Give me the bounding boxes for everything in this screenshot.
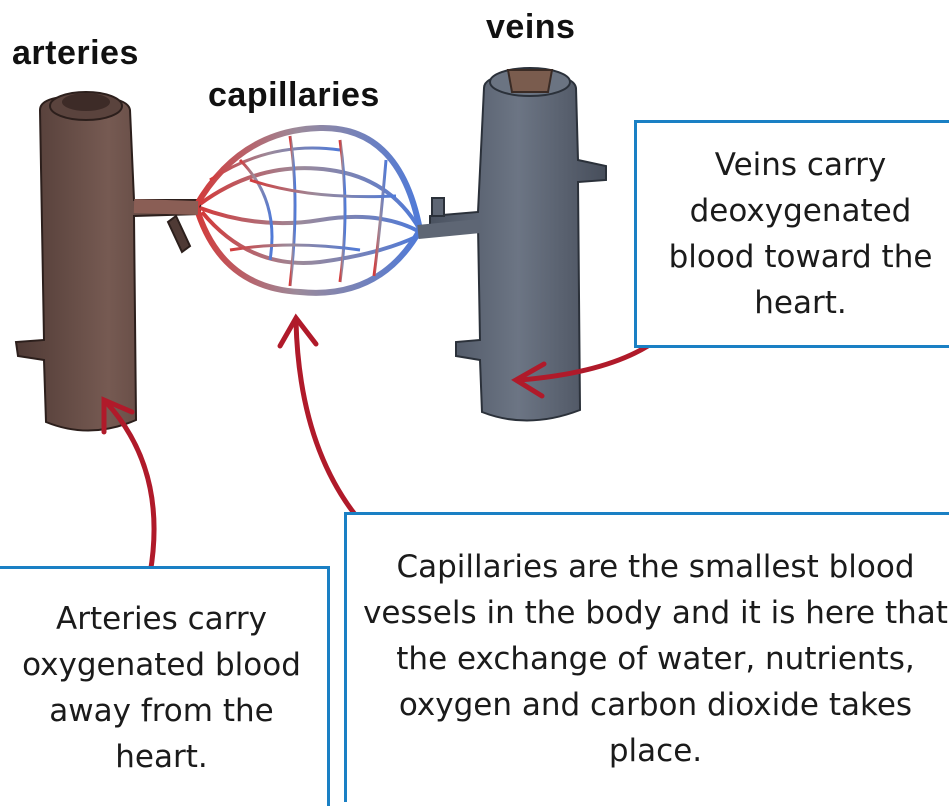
veins-description-text: Veins carry deoxygenated blood toward th… [645, 142, 949, 326]
vein-vessel [430, 68, 606, 421]
capillaries-description-text: Capillaries are the smallest blood vesse… [355, 544, 949, 774]
capillary-network [134, 128, 480, 293]
capillaries-label: capillaries [208, 76, 380, 115]
artery-vessel [16, 92, 200, 431]
veins-description-box: Veins carry deoxygenated blood toward th… [634, 120, 949, 348]
arteries-description-box: Arteries carry oxygenated blood away fro… [0, 566, 330, 806]
capillaries-description-box: Capillaries are the smallest blood vesse… [344, 512, 949, 802]
arteries-label: arteries [12, 34, 139, 73]
arteries-description-text: Arteries carry oxygenated blood away fro… [4, 596, 319, 780]
veins-label: veins [486, 8, 575, 47]
